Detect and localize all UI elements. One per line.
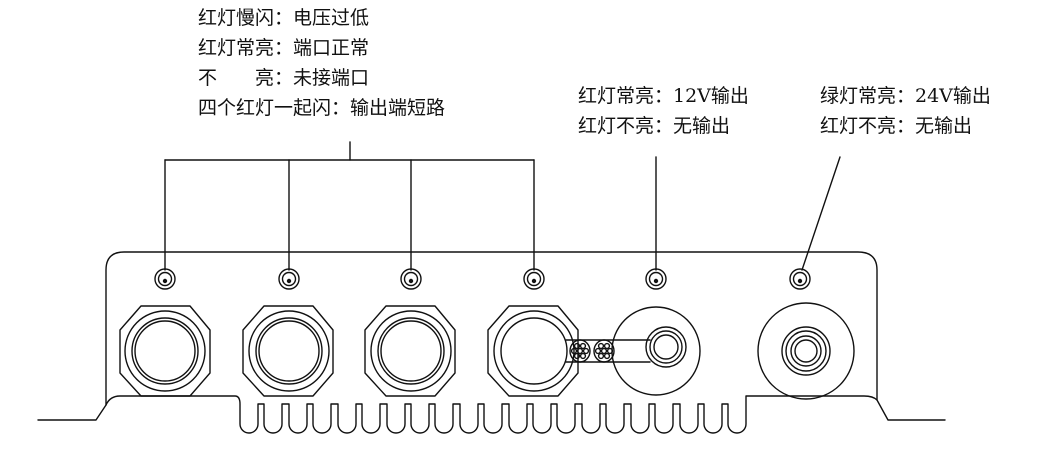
indicator-led-4 [523, 268, 545, 290]
cable-gland-port-2 [242, 305, 334, 397]
port-legend-steady-on: 红灯常亮：端口正常 [198, 37, 370, 59]
out24-leader-line [801, 156, 841, 271]
indicator-led-24v [789, 268, 811, 290]
cable-gland-port-3 [364, 305, 456, 397]
indicator-led-2 [278, 268, 300, 290]
indicator-led-12v [645, 268, 667, 290]
indicator-led-1 [154, 268, 176, 290]
cable-gland-port-4 [487, 305, 579, 397]
port-legend-slow-blink: 红灯慢闪：电压过低 [198, 7, 370, 29]
output-cable [565, 339, 651, 363]
out24-legend-off: 红灯不亮：无输出 [820, 115, 973, 137]
indicator-led-3 [400, 268, 422, 290]
connector-12v-output [611, 306, 701, 396]
out12-legend-off: 红灯不亮：无输出 [578, 115, 731, 137]
connector-24v-output [757, 302, 855, 400]
port-leader-bracket [164, 141, 535, 271]
port-legend-short-circuit: 四个红灯一起闪：输出端短路 [198, 97, 446, 119]
out12-legend-on: 红灯常亮：12V输出 [578, 85, 749, 107]
out24-legend-on: 绿灯常亮：24V输出 [820, 85, 991, 107]
heatsink-fins [105, 395, 878, 434]
port-legend-off: 不 亮：未接端口 [198, 67, 370, 89]
device-housing [37, 251, 946, 421]
cable-gland-port-1 [119, 305, 211, 397]
